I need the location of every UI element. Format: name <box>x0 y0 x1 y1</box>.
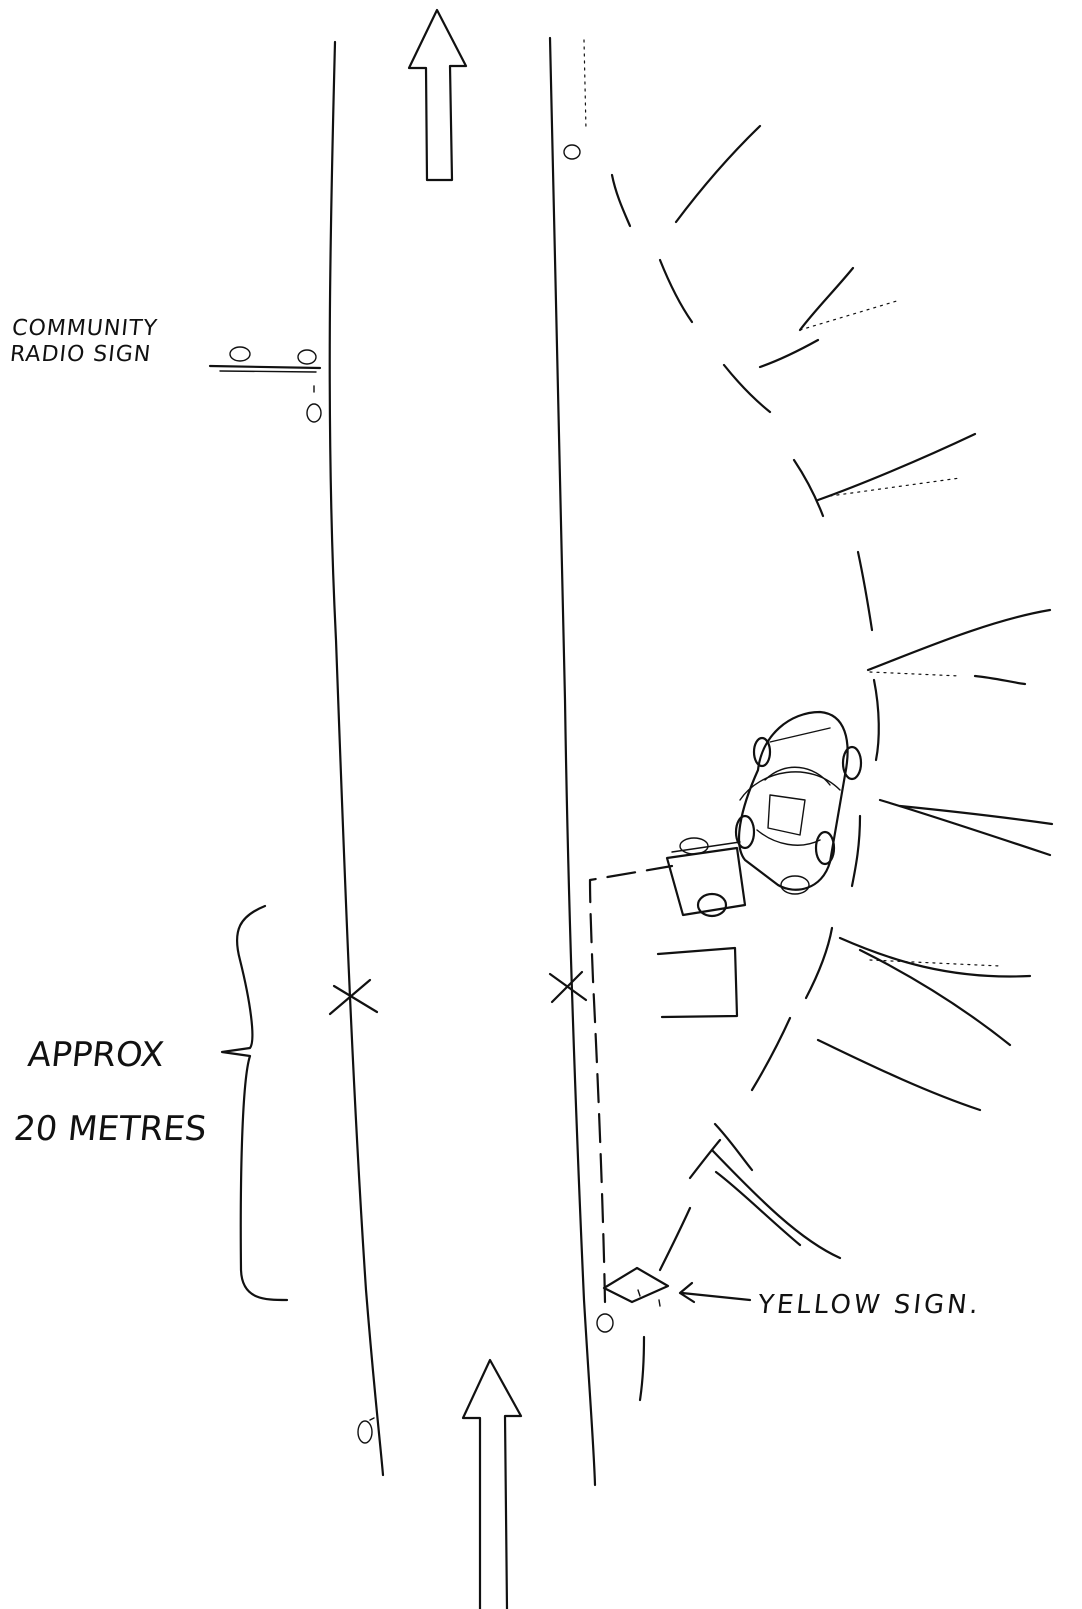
community-radio-label-line2: RADIO SIGN <box>9 344 152 366</box>
yellow-sign-label: YELLOW SIGN. <box>757 1292 983 1318</box>
road-edge-right <box>550 38 595 1485</box>
post-marker <box>597 1314 613 1332</box>
community-radio-sign <box>210 347 320 372</box>
post-marker <box>358 1421 372 1443</box>
post-marker <box>307 404 321 422</box>
vehicle-path-dashed <box>590 866 672 1302</box>
distance-label-line1: APPROX <box>26 1038 165 1072</box>
road-verge-dotted <box>584 40 586 130</box>
vehicle <box>667 712 861 916</box>
structure-outline <box>658 948 737 1017</box>
distance-brace <box>222 906 287 1300</box>
distance-label-line2: 20 METRES <box>12 1112 208 1146</box>
road-edge-left <box>330 42 383 1475</box>
x-mark-right <box>550 972 586 1002</box>
x-mark-left <box>330 980 377 1014</box>
community-radio-label-line1: COMMUNITY <box>11 318 159 340</box>
vegetation-strokes <box>612 126 1052 1400</box>
post-marker <box>564 145 580 159</box>
direction-arrow-bottom <box>463 1360 521 1609</box>
direction-arrow-top <box>409 10 466 180</box>
yellow-sign <box>604 1268 750 1306</box>
